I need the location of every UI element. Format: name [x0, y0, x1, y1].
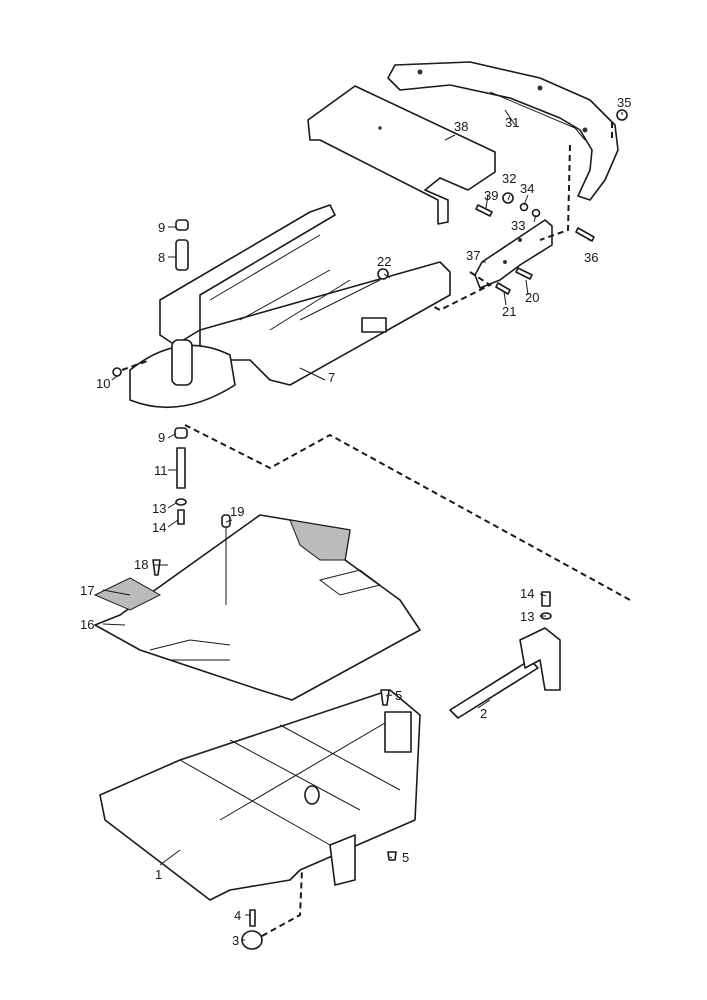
callout-9-bottom: 9 — [158, 430, 165, 445]
part-1-lower-frame — [99, 689, 421, 901]
assembly-line-long — [184, 424, 631, 601]
callout-13-right: 13 — [520, 609, 534, 624]
part-7-upper-frame — [129, 204, 451, 409]
assembly-line-eyebolt — [261, 869, 303, 937]
part-38-plate — [307, 85, 496, 225]
callout-22: 22 — [377, 254, 391, 269]
assembly-line-bracket — [424, 271, 493, 312]
part-8-9-spacer — [175, 219, 189, 271]
callout-19: 19 — [230, 504, 244, 519]
callout-3: 3 — [232, 933, 239, 948]
callout-18: 18 — [134, 557, 148, 572]
part-22-nut — [377, 268, 389, 280]
callout-5-top: 5 — [395, 688, 402, 703]
callout-10: 10 — [96, 376, 110, 391]
callout-35: 35 — [617, 95, 631, 110]
part-16-floor-plate — [93, 514, 421, 701]
callout-8: 8 — [158, 250, 165, 265]
part-37-bracket — [474, 219, 553, 289]
callout-32: 32 — [502, 171, 516, 186]
callout-7: 7 — [328, 370, 335, 385]
assembly-line-10 — [121, 359, 151, 371]
leader-lines — [102, 109, 623, 941]
callout-21: 21 — [502, 304, 516, 319]
callout-33: 33 — [511, 218, 525, 233]
callout-4: 4 — [234, 908, 241, 923]
callout-14-right: 14 — [520, 586, 534, 601]
part-5-bolt-bottom — [387, 851, 397, 861]
part-3-4-eyebolt — [241, 909, 263, 950]
callout-11: 11 — [154, 463, 168, 478]
callout-38: 38 — [454, 119, 468, 134]
callout-13-left: 13 — [152, 501, 166, 516]
callout-9-top: 9 — [158, 220, 165, 235]
callout-39: 39 — [484, 188, 498, 203]
part-5-bolt-top — [380, 689, 390, 706]
part-10-washer — [112, 367, 122, 377]
part-9-11-13-14-stack — [174, 427, 188, 525]
callout-14-left: 14 — [152, 520, 166, 535]
part-13-14-right — [540, 591, 552, 620]
callout-5-bottom: 5 — [402, 850, 409, 865]
part-2-shaft — [449, 627, 561, 719]
callout-2: 2 — [480, 706, 487, 721]
callout-31: 31 — [505, 115, 519, 130]
part-18-screw — [152, 559, 161, 576]
assembly-line-bumper — [539, 122, 613, 241]
callout-17: 17 — [80, 583, 94, 598]
callout-1: 1 — [155, 867, 162, 882]
callout-36: 36 — [584, 250, 598, 265]
callout-20: 20 — [525, 290, 539, 305]
callout-16: 16 — [80, 617, 94, 632]
callout-37: 37 — [466, 248, 480, 263]
part-31-bumper — [387, 61, 619, 201]
callout-34: 34 — [520, 181, 534, 196]
